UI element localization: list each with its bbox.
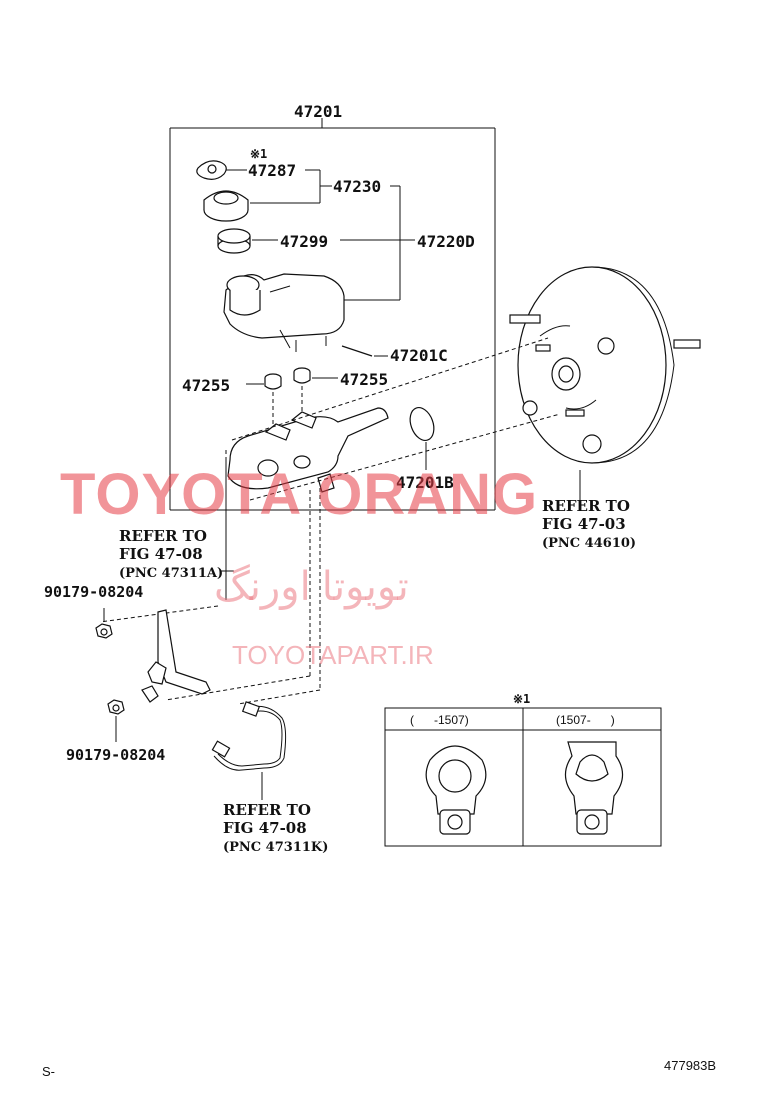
ref-tube-a-line2: FIG 47-08 bbox=[119, 545, 203, 563]
inset-col-right: (1507- ) bbox=[556, 713, 615, 727]
callout-47255-right: 47255 bbox=[340, 370, 388, 389]
gasket-part bbox=[196, 160, 227, 180]
footer-right: 477983B bbox=[664, 1058, 716, 1073]
master-cylinder-part bbox=[227, 407, 389, 493]
ref-tube-a-line1: REFER TO bbox=[119, 527, 207, 545]
note-mark: ※1 bbox=[250, 147, 267, 161]
footer-left: S- bbox=[42, 1064, 55, 1079]
callout-47299: 47299 bbox=[280, 232, 328, 251]
ref-tube-k-line2: FIG 47-08 bbox=[223, 819, 307, 837]
ref-tube-k-line3: (PNC 47311K) bbox=[223, 840, 328, 855]
callout-47287: 47287 bbox=[248, 161, 296, 180]
reservoir-part bbox=[223, 273, 345, 352]
callout-47230: 47230 bbox=[333, 177, 381, 196]
callout-47201C: 47201C bbox=[390, 346, 448, 365]
brake-tube-part bbox=[211, 701, 287, 771]
oring-part bbox=[409, 406, 435, 442]
strainer-part bbox=[217, 228, 251, 254]
callout-nut-lower: 90179-08204 bbox=[66, 746, 165, 764]
callout-nut-upper: 90179-08204 bbox=[44, 583, 143, 601]
watermark-persian: تویوتا اورنگ bbox=[214, 564, 409, 610]
callout-47201B: 47201B bbox=[396, 473, 454, 492]
nut-lower-part bbox=[107, 699, 125, 715]
callout-47255-left: 47255 bbox=[182, 376, 230, 395]
grommet-right-part bbox=[293, 367, 311, 384]
ref-booster-line3: (PNC 44610) bbox=[542, 536, 636, 551]
ref-tube-k-line1: REFER TO bbox=[223, 801, 311, 819]
inset-mark: ※1 bbox=[513, 692, 530, 706]
nut-upper-part bbox=[95, 623, 113, 639]
ref-booster-line1: REFER TO bbox=[542, 497, 630, 515]
watermark-brand: TOYOTA ORANG bbox=[60, 462, 538, 527]
brake-booster-part bbox=[509, 266, 701, 464]
assembly-box bbox=[169, 118, 496, 511]
callout-47220D: 47220D bbox=[417, 232, 475, 251]
pin-part bbox=[341, 345, 373, 357]
inset-col-left: ( -1507) bbox=[410, 713, 469, 727]
ref-booster-line2: FIG 47-03 bbox=[542, 515, 626, 533]
gasket-variants-inset bbox=[384, 707, 662, 847]
ref-tube-a-line3: (PNC 47311A) bbox=[119, 566, 223, 581]
callout-47201: 47201 bbox=[294, 102, 342, 121]
watermark-site: TOYOTAPART.IR bbox=[232, 640, 434, 670]
reservoir-cap-part bbox=[203, 190, 249, 222]
grommet-left-part bbox=[264, 373, 282, 390]
bracket-part bbox=[141, 609, 211, 703]
